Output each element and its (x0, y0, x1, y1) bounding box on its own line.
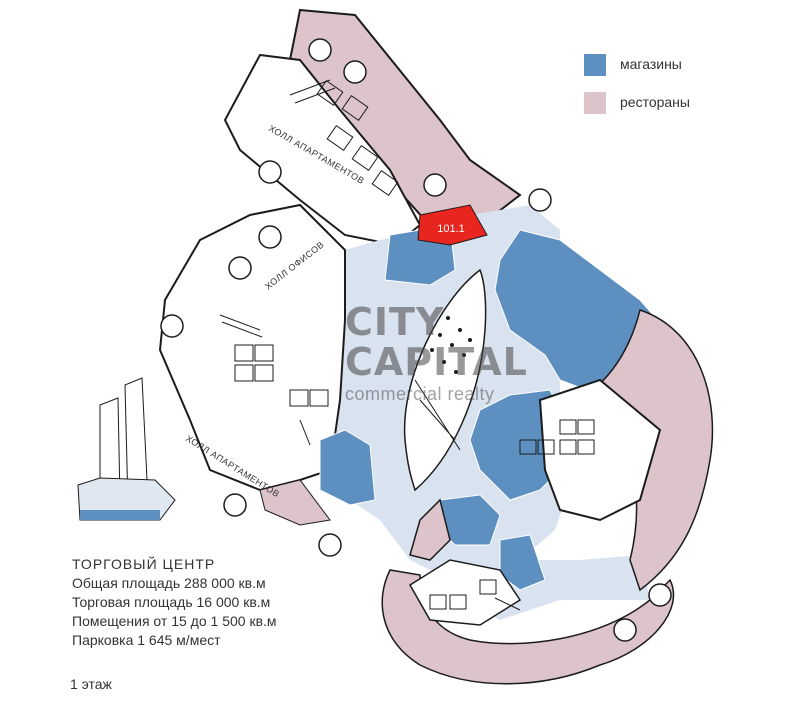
bottom-core (408, 559, 522, 626)
legend-label-restaurants: рестораны (620, 94, 690, 110)
left-tower (158, 203, 346, 557)
unit-101-1[interactable]: 101.1 (417, 204, 488, 246)
info-premises: Помещения от 15 до 1 500 кв.м (72, 613, 277, 629)
atrium (403, 268, 487, 492)
info-total-area: Общая площадь 288 000 кв.м (72, 575, 266, 591)
unit-101-1-label: 101.1 (437, 223, 465, 235)
floor-label: 1 этаж (70, 676, 112, 692)
legend-swatch-restaurants (584, 92, 606, 114)
mall-info: ТОРГОВЫЙ ЦЕНТР Общая площадь 288 000 кв.… (72, 555, 392, 650)
right-tower (519, 188, 672, 642)
legend-label-shops: магазины (620, 56, 682, 72)
legend: магазины рестораны (584, 52, 774, 128)
info-parking: Парковка 1 645 м/мест (72, 632, 221, 648)
top-tower (223, 8, 522, 247)
legend-swatch-shops (584, 54, 606, 76)
info-retail-area: Торговая площадь 16 000 кв.м (72, 594, 271, 610)
info-title: ТОРГОВЫЙ ЦЕНТР (72, 556, 216, 572)
towers-thumbnail-icon (77, 377, 176, 521)
legend-item-shops: магазины (584, 52, 774, 76)
legend-item-restaurants: рестораны (584, 90, 774, 114)
